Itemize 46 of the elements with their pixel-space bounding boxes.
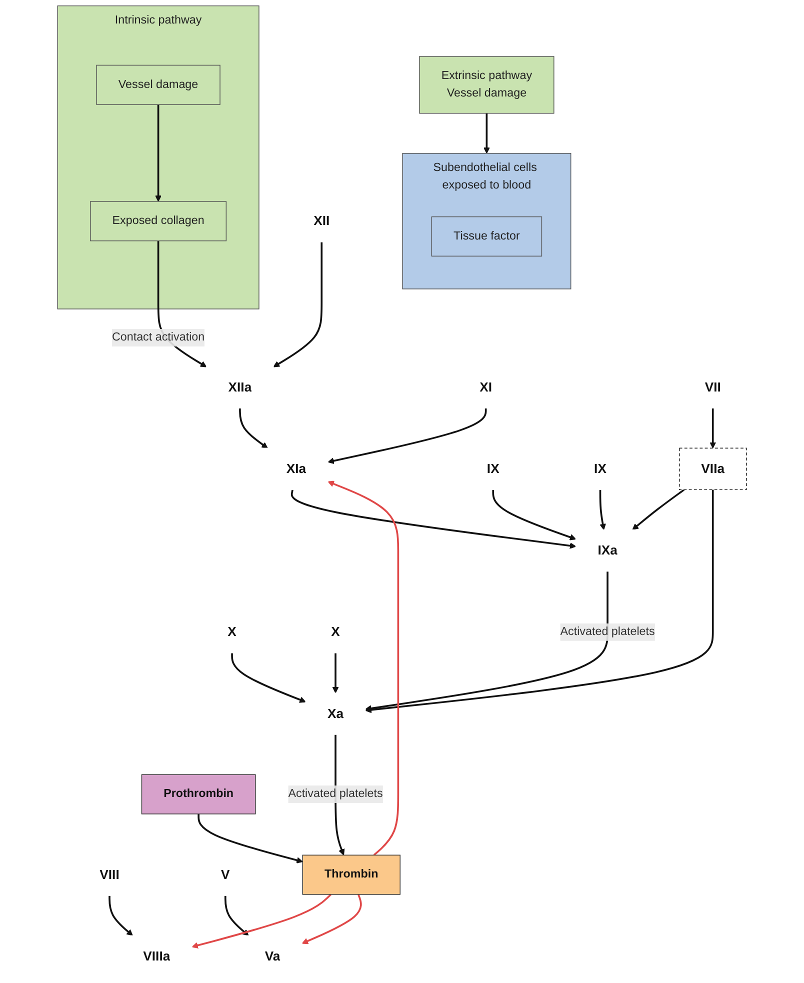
node-text: Xa	[327, 706, 344, 721]
arrow	[332, 652, 339, 694]
arrow	[599, 490, 606, 530]
node-box	[302, 854, 400, 895]
arrow	[632, 488, 685, 530]
node-box	[141, 774, 256, 814]
cluster	[402, 153, 572, 290]
arrow	[198, 814, 303, 864]
arrow	[224, 896, 249, 936]
node-text: X	[331, 624, 340, 640]
arrow	[273, 242, 323, 368]
arrow	[710, 408, 716, 448]
node-box	[678, 448, 747, 490]
arrow	[291, 490, 576, 549]
arrow	[492, 490, 576, 540]
node-box	[419, 56, 554, 114]
node-text: XIa	[286, 461, 306, 476]
node-text: X	[228, 624, 236, 640]
node-text: VIII	[100, 867, 120, 882]
cluster	[57, 5, 260, 310]
arrow	[365, 490, 714, 714]
edge-label: Activated platelets	[288, 788, 383, 800]
node-text: IX	[486, 461, 500, 476]
arrow	[155, 104, 162, 202]
arrow	[108, 896, 133, 936]
node-text: VII	[704, 380, 721, 394]
node-text: XII	[314, 214, 330, 228]
node-box	[90, 201, 227, 242]
arrow	[192, 894, 332, 949]
node-text: V	[221, 867, 230, 882]
arrow	[239, 408, 268, 448]
arrow	[231, 652, 306, 703]
edge-label: Activated platelets	[560, 626, 655, 638]
node-box	[96, 64, 220, 105]
node-text: XIIa	[228, 380, 252, 394]
node-text: Va	[264, 948, 280, 964]
node-text: IXa	[598, 542, 618, 558]
node-text: XI	[480, 380, 492, 394]
arrow	[483, 113, 490, 154]
node-text: IX	[594, 461, 606, 476]
arrow	[328, 408, 487, 464]
arrow	[302, 894, 362, 944]
node-text: VIIIa	[143, 948, 170, 964]
edge-label: Contact activation	[112, 331, 205, 344]
node-box	[431, 216, 542, 256]
arrow	[365, 571, 608, 712]
